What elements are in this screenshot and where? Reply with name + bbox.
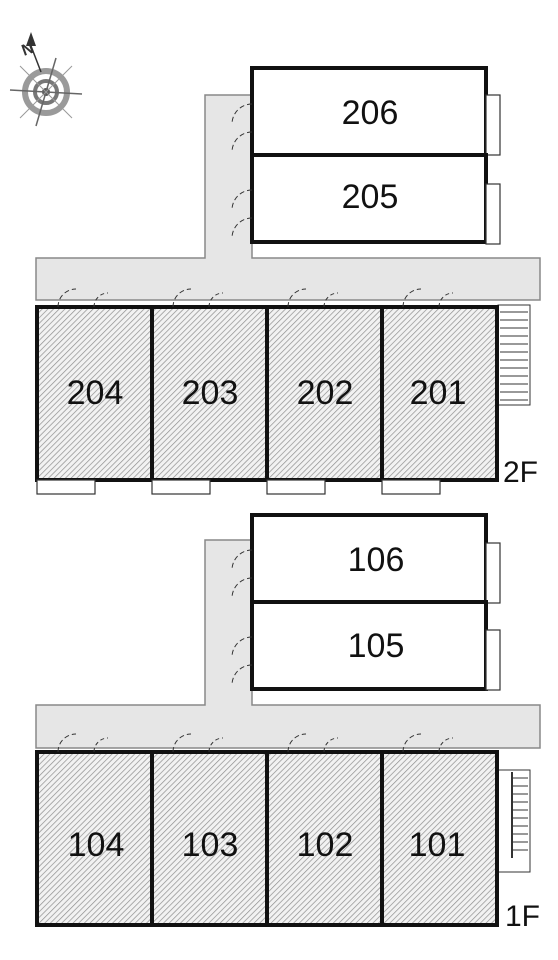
unit-202: 202: [265, 288, 384, 495]
unit-201: 201: [380, 288, 499, 495]
floor-label-1f: 1F: [505, 900, 540, 933]
floor-label-2f: 2F: [503, 456, 538, 489]
unit-106: 106: [231, 513, 501, 604]
floor-1f: 106 105 104 103 102: [35, 513, 541, 933]
unit-label: 203: [182, 374, 239, 412]
unit-204: 204: [35, 288, 154, 495]
floor-2f: 206 205 204 203 20: [35, 66, 541, 495]
unit-205: 205: [231, 153, 501, 245]
unit-label: 101: [409, 826, 466, 864]
staircase-1f: [497, 769, 531, 873]
unit-101: 101: [380, 733, 499, 927]
unit-label: 204: [67, 374, 124, 412]
unit-203: 203: [150, 288, 269, 495]
unit-label: 103: [182, 826, 239, 864]
unit-label: 102: [297, 826, 354, 864]
unit-label: 206: [342, 94, 399, 132]
unit-103: 103: [150, 733, 269, 927]
unit-label: 106: [348, 541, 405, 579]
unit-206: 206: [231, 66, 501, 157]
unit-102: 102: [265, 733, 384, 927]
unit-label: 105: [348, 627, 405, 665]
compass-north-label: N: [20, 40, 37, 60]
unit-label: 201: [410, 374, 467, 412]
unit-104: 104: [35, 733, 154, 927]
compass-rose-icon: N: [9, 32, 83, 127]
staircase-2f: [497, 304, 531, 406]
unit-105: 105: [231, 600, 501, 691]
unit-label: 205: [342, 178, 399, 216]
unit-label: 104: [68, 826, 125, 864]
unit-label: 202: [297, 374, 354, 412]
